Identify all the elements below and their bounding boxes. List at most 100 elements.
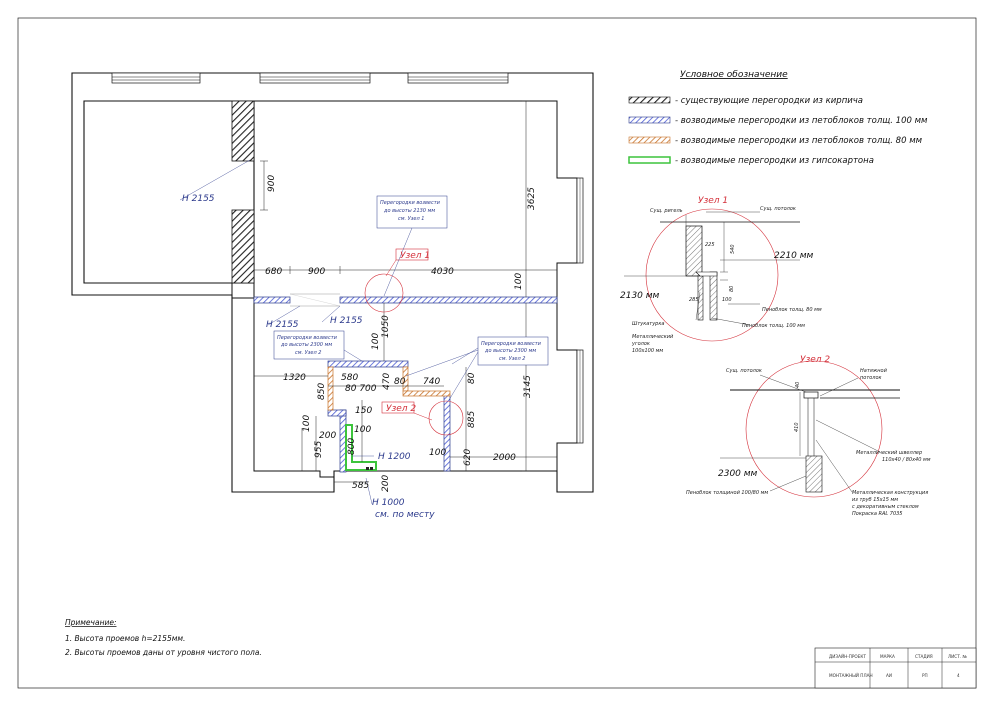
notes-title: Примечание: — [65, 618, 117, 627]
node2-frame-l4: Покраска RAL 7035 — [852, 511, 903, 517]
node1-plaster: Штукатурка — [632, 321, 664, 327]
dim-150: 150 — [355, 406, 372, 416]
note2-line3: см. Узел 2 — [295, 350, 321, 356]
node1-d540: 540 — [730, 244, 736, 254]
block-wall-80-left — [327, 366, 334, 411]
node2-stretch-l1: Натяжной — [860, 368, 888, 374]
dim-585: 585 — [352, 481, 369, 491]
legend-item-drywall: - возводимые перегородки из гипсокартона — [675, 156, 874, 166]
note1-line3: см. Узел 1 — [398, 216, 424, 222]
node2-callout-label: Узел 2 — [386, 404, 416, 414]
legend-item-block80: - возводимые перегородки из петоблоков т… — [675, 136, 923, 146]
block-wall-80-bottom — [402, 390, 451, 397]
node1-h2130: 2130 мм — [620, 291, 660, 301]
node2-title: Узел 2 — [800, 355, 830, 365]
brick-partition-2 — [231, 209, 255, 284]
height-label-3: H 2155 — [330, 316, 363, 326]
note2-line1: Перегородки возвести — [277, 335, 338, 341]
window-top — [111, 72, 509, 84]
node2-frame-l3: с декоративным стеклом — [852, 504, 919, 510]
dim-470: 470 — [382, 373, 392, 390]
node1-callout-label: Узел 1 — [400, 251, 430, 261]
note-box-3 — [477, 336, 549, 366]
height-label-1: H 2155 — [182, 194, 215, 204]
node1-angle-l2: уголок — [631, 341, 650, 347]
node2-callout-box — [381, 401, 415, 414]
notes-line1: 1. Высота проемов h=2155мм. — [65, 634, 185, 643]
dim-580: 580 — [341, 373, 358, 383]
dim-955: 955 — [314, 441, 324, 458]
notes-line2: 2. Высоты проемов даны от уровня чистого… — [65, 648, 262, 657]
node2-channel-l2: 110х40 / 80х40 мм — [882, 457, 931, 463]
drywall-partition — [345, 424, 377, 471]
node1-block80: Пеноблок толщ. 80 мм — [762, 307, 822, 313]
tb-sheet-header: ЛИСТ. № — [948, 654, 967, 659]
title-block: ДИЗАЙН-ПРОЕКТ МАРКА СТАДИЯ ЛИСТ. № МОНТА… — [814, 647, 977, 689]
legend-swatch-drywall — [628, 156, 671, 164]
on-site-label: см. по месту — [375, 510, 435, 520]
node1-d80: 80 — [729, 286, 735, 292]
dim-1320: 1320 — [283, 373, 306, 383]
block-wall-100-small — [327, 409, 347, 417]
node1-d100: 100 — [722, 297, 732, 303]
dim-800: 800 — [347, 438, 357, 455]
node2-d410: 410 — [794, 422, 800, 432]
note3-line3: см. Узел 2 — [499, 356, 525, 362]
legend-item-brick: - существующие перегородки из кирпича — [675, 96, 863, 106]
legend-swatch-block80 — [628, 136, 671, 144]
height-label-4: H 1200 — [378, 452, 411, 462]
note-box-2 — [273, 330, 345, 360]
dim-100-e: 100 — [429, 448, 446, 458]
node2-stretch-l2: потолок — [860, 375, 882, 381]
legend-swatch-block100 — [628, 116, 671, 124]
legend-swatch-brick — [628, 96, 671, 104]
node1-d225: 225 — [705, 242, 715, 248]
dim-900: 900 — [308, 267, 325, 277]
dim-680: 680 — [265, 267, 282, 277]
dim-4030: 4030 — [431, 267, 454, 277]
legend: Условное обозначение - существующие пере… — [628, 70, 928, 166]
node1-callout-box — [395, 248, 429, 261]
dim-200-b: 200 — [381, 475, 391, 492]
node1-beam: Сущ. ригель — [650, 208, 683, 214]
floor-plan: 900 3625 680 900 4030 100 1050 100 1320 … — [71, 72, 594, 520]
dim-80-b: 80 — [467, 372, 477, 384]
block-wall-100-vertical-b — [443, 394, 451, 472]
node2-channel-l1: Металлический швеллер — [856, 450, 922, 456]
note-box-1 — [376, 195, 448, 229]
dim-100-a: 100 — [514, 273, 524, 290]
legend-title: Условное обозначение — [680, 70, 788, 80]
block-wall-100-top — [327, 360, 409, 368]
brick-partition-1 — [231, 100, 255, 162]
legend-item-block100: - возводимые перегородки из петоблоков т… — [675, 116, 928, 126]
wall-thickness-lines — [83, 101, 255, 492]
dim-2000: 2000 — [493, 453, 516, 463]
tb-mark-header: МАРКА — [880, 654, 895, 659]
dim-100-d: 100 — [354, 425, 371, 435]
node1-detail: Узел 1 Сущ. ригель Сущ. потолок 225 540 … — [620, 196, 822, 354]
node2-d40: 40 — [795, 382, 801, 388]
node2-frame-l1: Металлическая конструкция — [852, 490, 928, 496]
tb-stage: РП — [922, 673, 928, 678]
sheet-frame — [17, 17, 977, 689]
tb-sheet-name: МОНТАЖНЫЙ ПЛАН — [829, 673, 873, 678]
block-wall-100-horizontal-a — [253, 296, 291, 304]
node2-h2300: 2300 мм — [718, 469, 758, 479]
note2-line2: до высоты 2300 мм — [280, 342, 332, 348]
dim-850: 850 — [317, 383, 327, 400]
node2-detail: Узел 2 Сущ. потолок Натяжной потолок 40 … — [686, 355, 931, 517]
dim-3145: 3145 — [523, 375, 533, 398]
node1-title: Узел 1 — [698, 196, 728, 206]
height-label-5: H 1000 — [372, 498, 405, 508]
dim-200-a: 200 — [319, 431, 336, 441]
node2-callout-circle — [428, 400, 464, 436]
tb-mark: АИ — [886, 673, 892, 678]
note3-line1: Перегородки возвести — [481, 341, 542, 347]
node2-ceiling: Сущ. потолок — [726, 368, 762, 374]
block-wall-100-horizontal-b — [339, 296, 558, 304]
tb-sheet: 4 — [957, 673, 960, 678]
dim-620: 620 — [463, 449, 473, 466]
dim-100-c: 100 — [302, 415, 312, 432]
node1-callout-circle — [364, 273, 404, 313]
